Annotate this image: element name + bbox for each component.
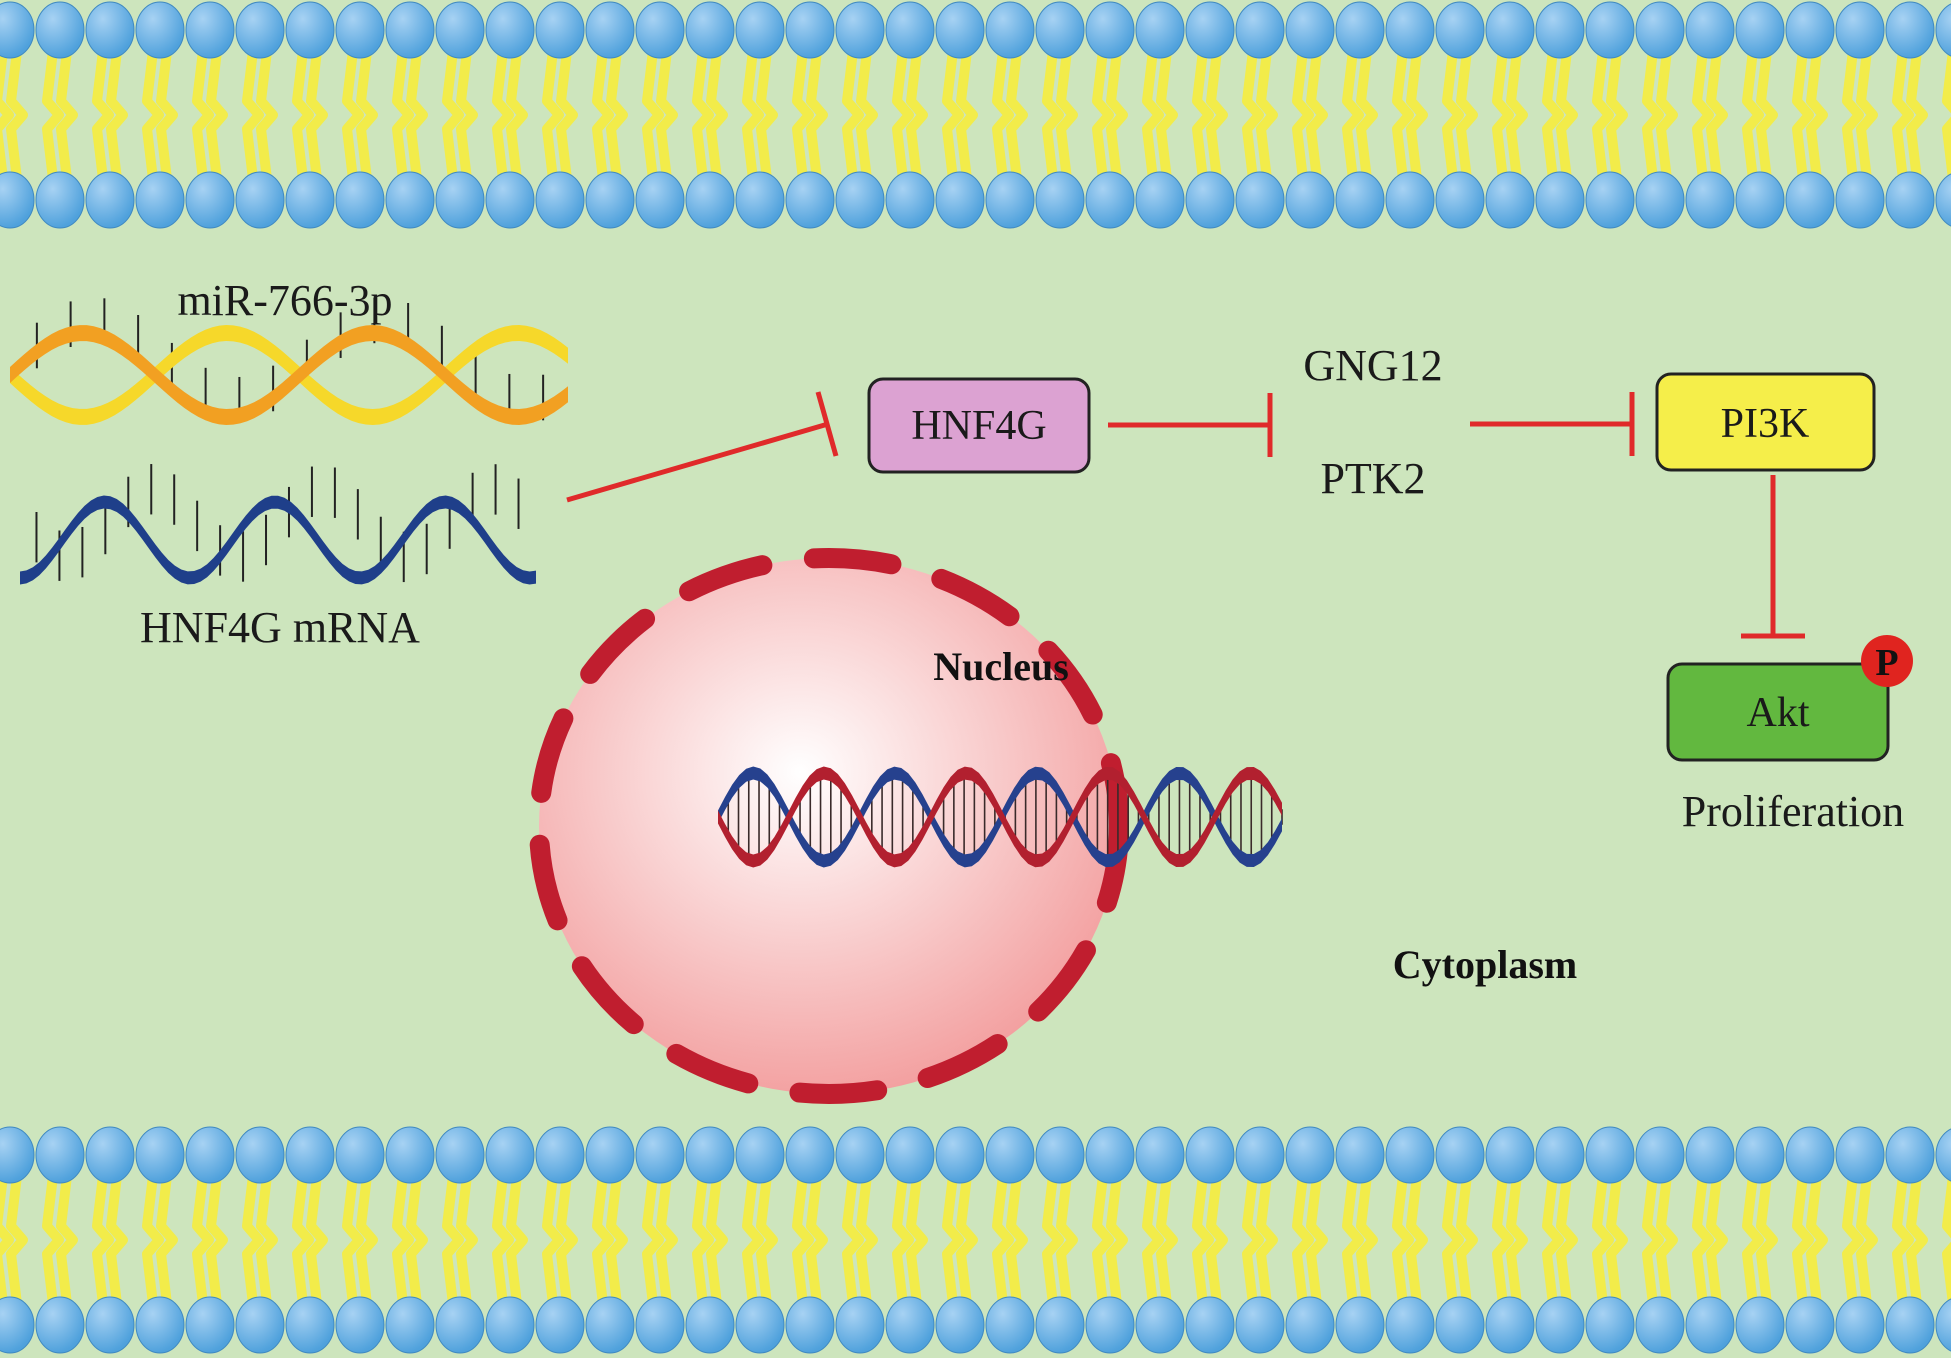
pi3k-label: PI3K bbox=[1721, 401, 1810, 447]
mirna-strand-icon bbox=[10, 297, 568, 425]
hnf4g-label: HNF4G bbox=[911, 403, 1046, 449]
mrna-strand-icon bbox=[20, 464, 536, 585]
mrna-label: HNF4G mRNA bbox=[140, 603, 420, 652]
gng12-label: GNG12 bbox=[1303, 341, 1442, 390]
ptk2-label: PTK2 bbox=[1320, 454, 1425, 503]
inhibit-arrow-pi3k-to-akt bbox=[1741, 475, 1805, 639]
cytoplasm-label: Cytoplasm bbox=[1393, 942, 1577, 987]
proliferation-label: Proliferation bbox=[1682, 787, 1904, 836]
dna-double-helix-icon bbox=[718, 766, 1283, 868]
inhibit-arrow-mrna-to-hnf4g bbox=[566, 391, 839, 503]
nuclear-envelope bbox=[529, 548, 1129, 1104]
inhibit-arrow-hnf4g-to-gng12 bbox=[1108, 393, 1273, 457]
hnf4g-node: HNF4G bbox=[867, 377, 1091, 474]
mirna-label: miR-766-3p bbox=[177, 276, 392, 325]
akt-node: Akt bbox=[1666, 662, 1890, 762]
cell-membrane-top bbox=[0, 1, 1951, 229]
inhibition-arrows bbox=[566, 391, 1805, 639]
phosphorylation-badge: P bbox=[1861, 635, 1913, 687]
inhibit-arrow-gng12-to-pi3k bbox=[1470, 392, 1635, 456]
phospho-label: P bbox=[1875, 642, 1898, 684]
akt-label: Akt bbox=[1747, 690, 1810, 736]
nucleus-label: Nucleus bbox=[933, 644, 1069, 689]
nucleus: Nucleus bbox=[529, 548, 1283, 1104]
cell-membrane-bottom bbox=[0, 1126, 1951, 1354]
pi3k-node: PI3K bbox=[1655, 372, 1876, 472]
